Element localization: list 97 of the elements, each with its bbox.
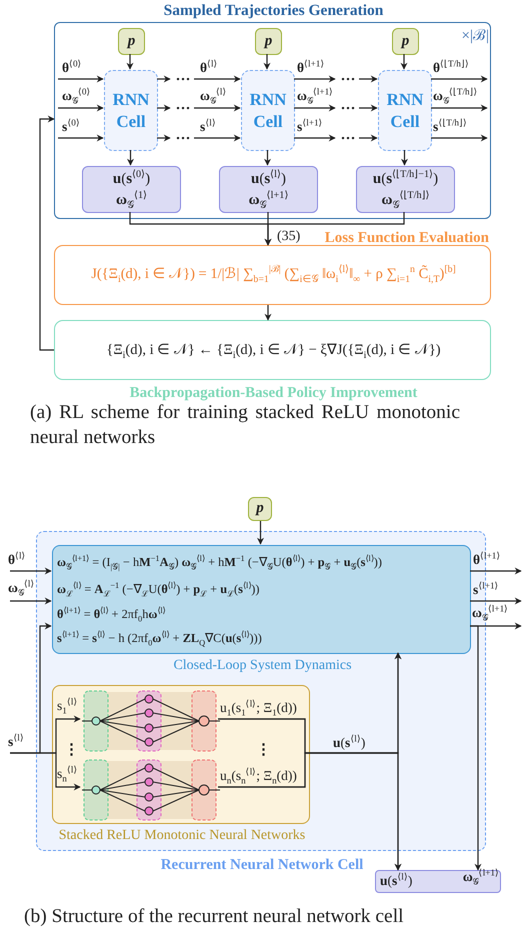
edge-label: θ$^{⟨⌊T/h⌋⟩}$: [433, 61, 469, 76]
edge-label: s$^{⟨l⟩}$: [8, 735, 24, 750]
arrow: [470, 568, 522, 574]
arrow: [294, 76, 336, 82]
output-box: [356, 166, 455, 213]
edge-label: θ$^{⟨0⟩}$: [62, 61, 82, 76]
edge-label: θ$^{⟨l+1⟩}$: [473, 553, 500, 568]
edge-label: θ$^{⟨l⟩}$: [200, 61, 218, 76]
variable-label: p: [264, 32, 272, 50]
edge-label: u$_{1}$(s$_{1}$$^{⟨l⟩}$; Ξ$_{1}$(d)): [220, 701, 297, 716]
output-box: [219, 166, 318, 213]
arrow: [157, 134, 171, 142]
arrow: [400, 54, 408, 70]
parameter-box: [255, 28, 282, 55]
variable-label: u(s$^{⟨⌊T/h⌋−1⟩}$): [372, 169, 438, 190]
ellipsis: ···: [336, 102, 360, 116]
variable-label: p: [402, 32, 410, 50]
arrow: [359, 104, 378, 112]
ellipsis: ···: [171, 73, 195, 87]
caption: (b) Structure of the recurrent neural network cell: [24, 906, 405, 928]
arrow: [10, 568, 52, 574]
rnn-cell-box: [104, 70, 158, 151]
output-label: u(s$^{⟨l⟩}$): [380, 873, 414, 889]
ellipsis: ⋮: [64, 742, 74, 758]
arrow: [264, 305, 272, 321]
arrow: [431, 76, 488, 82]
panel-title: Stacked ReLU Monotonic Neural Networks: [58, 828, 306, 844]
arrow: [218, 752, 402, 871]
cell-label: RNN Cell: [386, 89, 424, 132]
arrow: [470, 625, 482, 871]
output-box: [375, 870, 501, 893]
caption: (a) RL scheme for training stacked ReLU monotonic neural networks: [30, 401, 460, 450]
edge-label: s$^{⟨l⟩}$: [200, 120, 216, 135]
arrow: [157, 76, 171, 82]
parameter-box: [392, 28, 419, 55]
variable-label: u(s$^{⟨l⟩}$): [250, 169, 286, 190]
panel-title: Backpropagation-Based Policy Improvement: [128, 385, 418, 402]
arrow: [257, 521, 264, 545]
edge-label: s$^{⟨0⟩}$: [62, 120, 80, 135]
panel-title: Closed-Loop System Dynamics: [172, 658, 353, 674]
arrow: [58, 76, 104, 82]
rnn-cell-box: [241, 70, 295, 151]
edge-label: u$_{n}$(s$_{n}$$^{⟨l⟩}$; Ξ$_{n}$(d)): [220, 769, 297, 784]
arrow: [294, 134, 336, 142]
ellipsis: ⋮: [256, 742, 266, 758]
edge-label: (35): [277, 229, 300, 244]
equation: s$^{⟨l+1⟩}$ = s$^{⟨l⟩}$ − h (2πf$_{0}$ω$^{⟨l⟩}$ + ZL$_{Q}$∇C(u(s$^{⟨l⟩}$))): [57, 631, 263, 646]
equation: {Ξ$_{i}$(d), i ∈ 𝒩} ← {Ξ$_{i}$(d), i ∈ 𝒩} − ξ∇J({Ξ$_{i}$(d), i ∈ 𝒩}): [105, 342, 442, 359]
ellipsis: ···: [336, 73, 360, 87]
neural-network-drawing: [82, 759, 220, 821]
arrow: [401, 150, 408, 166]
variable-label: p: [128, 32, 136, 50]
variable-label: u(s$^{⟨0⟩}$): [112, 169, 150, 190]
arrow: [359, 76, 378, 82]
equation: ω$_{ℒ}$$^{⟨l⟩}$ = A$_{ℒ}$$^{−1}$ (−∇$_{ℒ}$U(θ$^{⟨l⟩}$) + p$_{ℒ}$ + u$_{ℒ}$(s$^{⟨l⟩}$)): [57, 582, 260, 596]
arrow: [194, 104, 241, 112]
parameter-box: [118, 28, 145, 55]
arrow: [127, 150, 134, 166]
arrow: [10, 598, 52, 604]
panel-title: Sampled Trajectories Generation: [162, 2, 384, 20]
arrow: [264, 54, 270, 70]
arrow: [126, 54, 134, 70]
ellipsis: ···: [171, 132, 195, 146]
ellipsis: ···: [171, 102, 195, 116]
parameter-box: [248, 497, 272, 521]
arrow: [431, 134, 488, 142]
output-box: [82, 166, 181, 213]
arrow: [470, 598, 522, 604]
equation: θ$^{⟨l+1⟩}$ = θ$^{⟨l⟩}$ + 2πf$_{0}$hω$^{⟨l⟩}$: [57, 607, 167, 622]
edge-label: s$^{⟨l+1⟩}$: [297, 120, 323, 135]
arrow: [294, 104, 336, 112]
arrow: [58, 134, 104, 142]
arrow: [157, 104, 171, 112]
equation: ω$_{𝒢}$$^{⟨l+1⟩}$ = (I$_{|𝒢|}$ − hM$^{−1}$A$_{𝒢}$) ω$_{𝒢}$$^{⟨l⟩}$ + hM$^{−1}$ (−∇$_{𝒢}$U(θ$^{⟨l⟩}$) + p$_{𝒢}$ + u$_{𝒢}$(s$^{⟨l⟩}$)): [57, 555, 383, 570]
arrow: [39, 116, 55, 351]
arrow: [194, 76, 241, 82]
cell-label: RNN Cell: [112, 89, 150, 132]
edge-label: s$^{⟨⌊T/h⌋⟩}$: [433, 120, 468, 135]
panel-title: Loss Function Evaluation: [324, 230, 489, 248]
arrow: [264, 150, 271, 166]
edge-label: θ$^{⟨l⟩}$: [8, 553, 26, 568]
variable-label: p: [256, 500, 264, 518]
edge-label: θ$^{⟨l+1⟩}$: [297, 61, 324, 76]
rnn-cell-box: [378, 70, 432, 151]
arrow: [194, 134, 241, 142]
arrow: [58, 104, 104, 112]
batch-multiplier: ×|ℬ|: [460, 28, 489, 46]
edge-label: u(s$^{⟨l⟩}$): [333, 736, 366, 751]
arrow: [431, 104, 488, 112]
edge-label: s$^{⟨l+1⟩}$: [473, 583, 499, 598]
arrow: [359, 134, 378, 142]
arrow: [264, 212, 405, 246]
ellipsis: ···: [336, 132, 360, 146]
arrow: [10, 752, 81, 790]
neural-network-drawing: [82, 690, 220, 752]
cell-label: RNN Cell: [248, 89, 288, 132]
equation: J({Ξ$_{i}$(d), i ∈ 𝒩}) = 1/|ℬ| ∑$_{b=1}$$^{|ℬ|}$ (∑$_{i∈𝒢}$ ‖ω$_{i}$$^{⟨l⟩}$‖$_{∞}$ + ρ ∑$_{i=1}$$^{n}$ C̃$_{i,T}$)$^{[b]}$: [90, 266, 457, 283]
